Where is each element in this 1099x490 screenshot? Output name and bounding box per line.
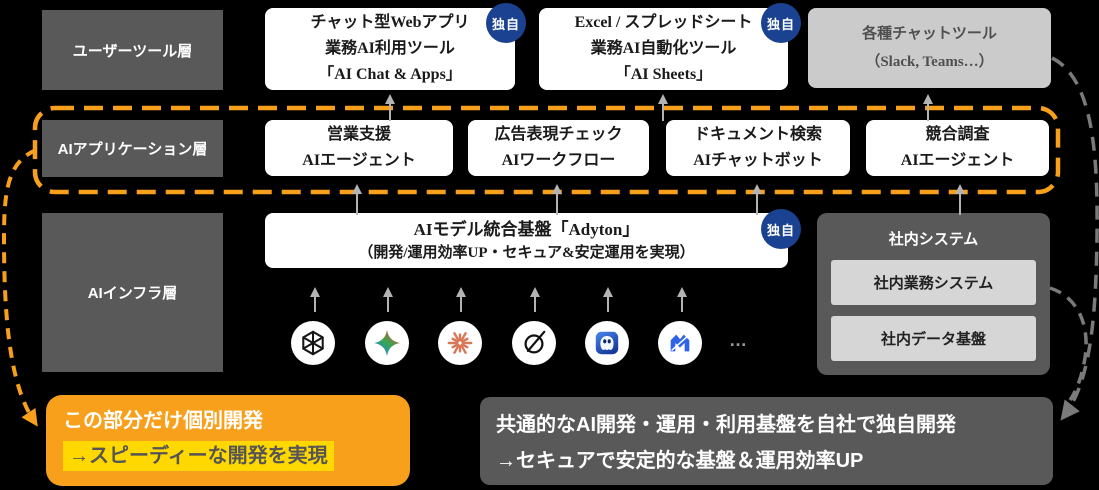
box-internal-business-system: 社内業務システム — [831, 260, 1036, 305]
layer-label-user-tools-text: ユーザーツール層 — [72, 42, 193, 60]
box-ad-check-workflow: 広告表現チェック AIワークフロー — [468, 120, 649, 176]
more-models-ellipsis: … — [729, 330, 749, 351]
box-adyton-line2: （開発/運用効率UP・セキュア&安定運用を実現） — [358, 244, 695, 261]
callout-individual-line1: この部分だけ個別開発 — [63, 410, 263, 432]
box-ai-chat-apps-line1: チャット型Webアプリ — [310, 14, 470, 31]
box-doc-search-chatbot: ドキュメント検索 AIチャットボット — [666, 120, 850, 176]
internal-data-platform-text: 社内データ基盤 — [880, 332, 986, 348]
gemini-icon — [365, 321, 409, 365]
circle-slash-icon — [512, 321, 556, 365]
box-competitor-agent: 競合調査 AIエージェント — [866, 120, 1049, 176]
claude-icon-glyph — [447, 332, 473, 354]
layer-label-ai-infra: AIインフラ層 — [42, 213, 223, 372]
badge-text: 独自 — [491, 16, 520, 32]
internal-system-title: 社内システム — [888, 231, 979, 248]
panel-internal-system: 社内システム 社内業務システム 社内データ基盤 — [817, 213, 1050, 375]
box-chat-tools-line1: 各種チャットツール — [862, 26, 997, 42]
arrow-applayer-to-individual-callout — [1, 148, 38, 427]
arrow-chat-tools-to-common-callout — [1051, 56, 1099, 421]
claude-icon — [438, 321, 482, 365]
box-ad-check-line1: 広告表現チェック — [494, 126, 623, 143]
box-ai-chat-apps-line2: 業務AI利用ツール — [325, 40, 455, 57]
openai-icon — [291, 321, 335, 365]
box-competitor-line1: 競合調査 — [925, 126, 990, 143]
box-sales-agent-line2: AIエージェント — [302, 152, 416, 169]
callout-common-line1: 共通的なAI開発・運用・利用基盤を自社で独自開発 — [496, 414, 956, 436]
box-ai-sheets-line3: 「AI Sheets」 — [614, 66, 713, 83]
ghost-mascot-app-icon-glyph — [595, 331, 619, 355]
blue-zigzag-m-icon — [658, 321, 702, 365]
box-doc-search-line2: AIチャットボット — [693, 152, 823, 169]
box-adyton-platform: AIモデル統合基盤「Adyton」 （開発/運用効率UP・セキュア&安定運用を実… — [265, 213, 788, 268]
callout-individual-line2-highlight: →スピーディーな開発を実現 — [63, 441, 334, 471]
box-ai-chat-apps: チャット型Webアプリ 業務AI利用ツール 「AI Chat & Apps」 — [265, 8, 515, 90]
more-models-text: … — [729, 330, 749, 350]
box-internal-data-platform: 社内データ基盤 — [831, 316, 1036, 361]
box-doc-search-line1: ドキュメント検索 — [693, 126, 822, 143]
arrows-models-to-adyton — [310, 287, 687, 312]
ghost-mascot-app-icon — [585, 321, 629, 365]
box-sales-agent: 営業支援 AIエージェント — [265, 120, 453, 176]
box-competitor-line2: AIエージェント — [900, 152, 1015, 169]
proprietary-badge-adyton: 独自 — [761, 209, 801, 249]
box-adyton-line1: AIモデル統合基盤「Adyton」 — [413, 219, 640, 239]
layer-label-ai-application: AIアプリケーション層 — [42, 120, 223, 177]
callout-common-platform: 共通的なAI開発・運用・利用基盤を自社で独自開発 →セキュアで安定的な基盤＆運用… — [480, 397, 1053, 485]
arrow-internal-system-to-common-callout — [1049, 286, 1088, 402]
badge-text: 独自 — [766, 222, 795, 238]
box-ai-sheets: Excel / スプレッドシート 業務AI自動化ツール 「AI Sheets」 — [539, 8, 788, 90]
internal-business-system-text: 社内業務システム — [873, 276, 994, 292]
callout-common-line2: →セキュアで安定的な基盤＆運用効率UP — [496, 450, 864, 472]
proprietary-badge-sheets: 独自 — [761, 3, 801, 43]
gemini-icon-glyph — [373, 329, 401, 357]
arrows-app-to-usertools — [385, 94, 933, 121]
box-chat-tools: 各種チャットツール （Slack, Teams…） — [808, 8, 1051, 88]
circle-slash-icon-glyph — [524, 330, 546, 354]
box-ai-sheets-line1: Excel / スプレッドシート — [574, 14, 753, 31]
box-ai-sheets-line2: 業務AI自動化ツール — [590, 40, 737, 57]
box-ad-check-line2: AIワークフロー — [501, 152, 616, 169]
box-chat-tools-line2: （Slack, Teams…） — [865, 54, 994, 70]
callout-individual-development: この部分だけ個別開発 →スピーディーな開発を実現 — [46, 395, 410, 486]
badge-text: 独自 — [766, 16, 795, 32]
arrows-infra-to-app — [352, 184, 965, 215]
box-sales-agent-line1: 営業支援 — [326, 126, 391, 143]
blue-zigzag-m-icon-glyph — [670, 334, 690, 352]
box-ai-chat-apps-line3: 「AI Chat & Apps」 — [318, 66, 462, 83]
layer-label-user-tools: ユーザーツール層 — [42, 10, 223, 90]
openai-icon-glyph — [302, 330, 324, 356]
proprietary-badge-chat-apps: 独自 — [486, 3, 526, 43]
layer-label-ai-infra-text: AIインフラ層 — [87, 285, 178, 302]
layer-label-ai-application-text: AIアプリケーション層 — [57, 141, 208, 158]
